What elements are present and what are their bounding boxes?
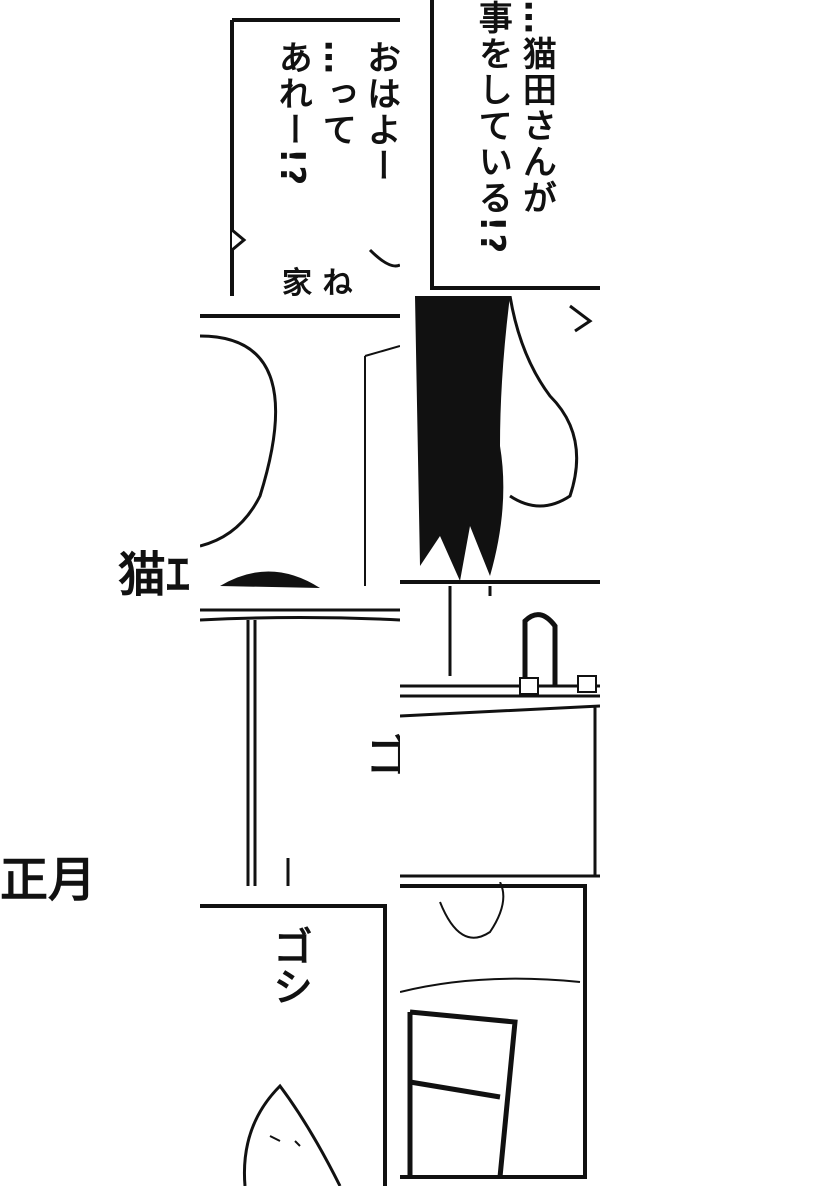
panel-mid-left [200,296,400,590]
speech-cat-doing-chores: …猫田さんが 事をしている!? [470,0,558,280]
speech-good-morning: おはよー …って あれー!? [270,40,400,280]
panel-fridge: ゴ [200,590,400,886]
line: あれー!? [272,40,313,188]
panel-top-right: …猫田さんが 事をしている!? [400,0,600,296]
sound-effect-scrub: ゴシ [266,926,312,1006]
line: …猫田さんが [516,0,557,216]
line: …って [316,40,357,148]
title-fragment-1: 猫ｴ [118,547,191,603]
speech-fragment: 家 ね [282,266,353,296]
panel-chair [400,882,590,1182]
line: おはよー [360,40,400,184]
sound-effect: ゴ [366,731,400,782]
panel-woman [400,296,600,586]
line: 事をしている!? [472,0,513,256]
panel-sink [400,586,600,882]
panel-cat: ゴシ [200,886,400,1186]
title-fragment-2: 正月 [0,852,97,908]
panel-top-left: おはよー …って あれー!? 家 ね [200,0,400,296]
